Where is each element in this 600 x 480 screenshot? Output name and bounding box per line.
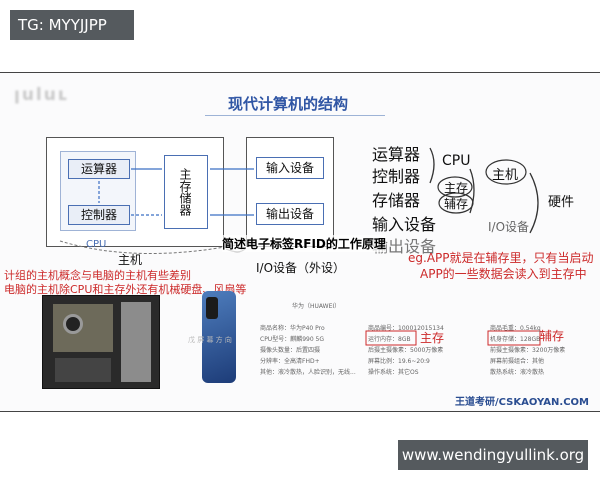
hw-host: 主机 (492, 168, 519, 183)
tag-badge: TG: MYYJJPP (10, 10, 134, 40)
control-box: 控制器 (68, 205, 130, 225)
hw-aux-mem: 辅存 (444, 197, 469, 211)
note-line-2: APP的一些数据会读入到主存中 (420, 267, 587, 281)
list-input: 输入设备 (372, 215, 437, 234)
slide-image: ꞁuluʟ 现代计算机的结构 运算器 控制器 CPU 主存储器 主机 输入设备 … (0, 72, 600, 412)
hw-hardware: 硬件 (548, 195, 575, 210)
logo: ꞁuluʟ (14, 85, 70, 105)
overlay-banner: 简述电子标签RFID的工作原理 (222, 235, 386, 252)
alu-box: 运算器 (68, 159, 130, 179)
note-line-1: eg.APP就是在辅存里，只有当启动 (408, 251, 594, 265)
footer-brand: 王道考研/CSKAOYAN.COM (455, 397, 589, 408)
hw-cpu: CPU (442, 153, 471, 169)
host-label: 主机 (118, 253, 143, 267)
left-note-2: 电脑的主机除CPU和主存外还有机械硬盘、风扇等 (4, 283, 247, 296)
watermark: www.wendingyullink.org (398, 440, 588, 470)
brand-top: 华为（HUAWEI） (292, 303, 341, 310)
input-box: 输入设备 (256, 157, 324, 179)
list-control: 控制器 (372, 167, 421, 186)
output-box: 输出设备 (256, 203, 324, 225)
caption-blur: 戊 屏 幕 方 向 (188, 336, 232, 344)
slide-title: 现代计算机的结构 (228, 95, 349, 113)
io-label: I/O设备（外设） (256, 261, 346, 275)
list-alu: 运算器 (372, 145, 421, 164)
phone-image (202, 291, 236, 383)
mem-label: 主存 (420, 331, 445, 345)
list-output: 输出设备 (372, 237, 437, 256)
cpu-label: CPU (86, 239, 107, 250)
diagram-arrows (59, 147, 541, 346)
left-note-1: 计组的主机概念与电脑的主机有些差别 (4, 269, 191, 282)
title-underline (205, 115, 385, 116)
list-memory: 存储器 (372, 191, 421, 210)
aux-label: 辅存 (540, 329, 565, 343)
pc-tower-image (42, 295, 160, 389)
hw-main-mem: 主存 (444, 181, 469, 195)
hw-io: I/O设备 (488, 220, 530, 234)
memory-box: 主存储器 (164, 155, 208, 229)
